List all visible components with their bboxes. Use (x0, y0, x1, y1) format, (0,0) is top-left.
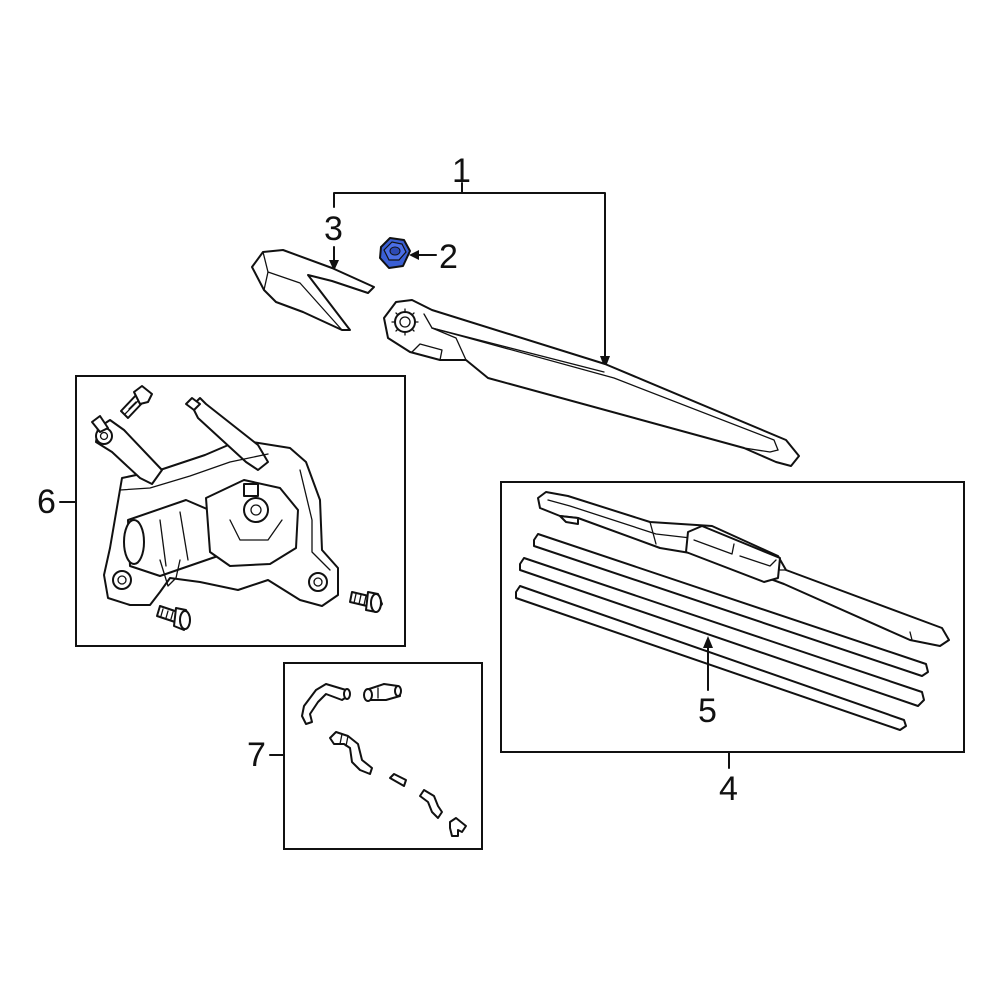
callout-2-leader (409, 250, 437, 260)
washer-hose-icon[interactable] (301, 683, 467, 837)
wiper-arm-icon[interactable] (383, 299, 800, 467)
blade-group-box (500, 481, 965, 753)
callout-6[interactable]: 6 (37, 483, 56, 521)
bolt-icon[interactable] (156, 605, 191, 631)
wiper-motor-icon[interactable] (91, 397, 339, 607)
blade-insert-icon[interactable] (515, 533, 929, 731)
wiper-blade-icon[interactable] (537, 491, 950, 647)
callout-3[interactable]: 3 (324, 210, 343, 248)
hex-nut-icon[interactable] (379, 237, 411, 269)
bolt-icon[interactable] (120, 385, 153, 419)
callout-5[interactable]: 5 (698, 692, 717, 730)
callout-4[interactable]: 4 (719, 770, 738, 808)
bolt-icon[interactable] (349, 591, 383, 613)
callout-3-leader (329, 246, 339, 271)
callout-5-leader (703, 636, 713, 691)
callout-1-leader (333, 182, 610, 369)
callout-1[interactable]: 1 (452, 152, 471, 190)
arm-cap-icon[interactable] (251, 249, 375, 331)
motor-group-box (75, 375, 406, 647)
callout-7[interactable]: 7 (247, 736, 266, 774)
callout-2[interactable]: 2 (439, 238, 458, 276)
